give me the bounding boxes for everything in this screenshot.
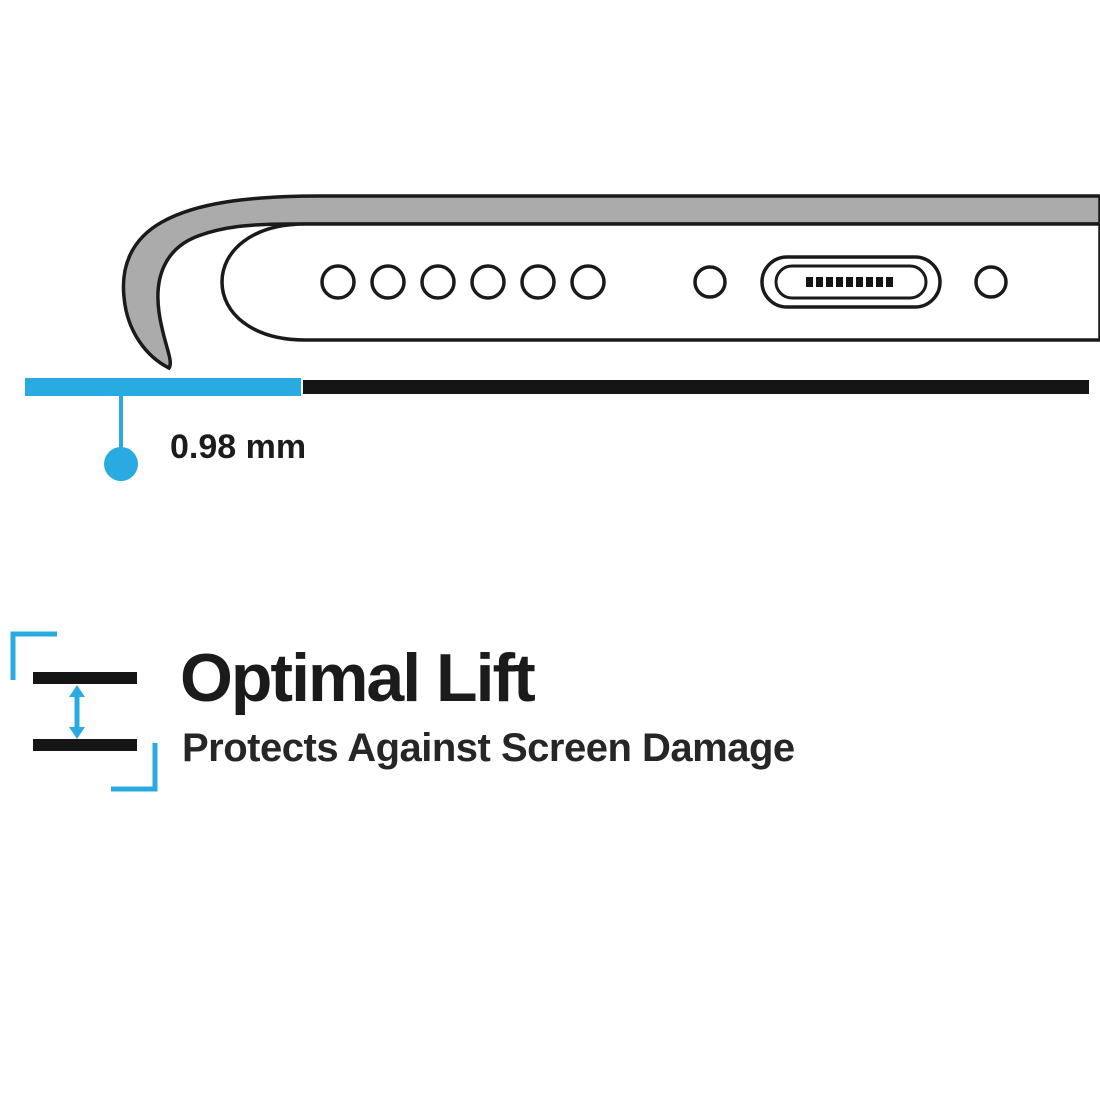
measurement-label: 0.98 mm bbox=[170, 428, 307, 466]
measurement-pointer-icon bbox=[104, 396, 138, 481]
lift-icon-bottom-bar bbox=[33, 739, 137, 751]
phone-body bbox=[220, 222, 1100, 342]
case-lift-bar-accent bbox=[25, 378, 301, 396]
measurement-pointer-dot bbox=[104, 447, 138, 481]
mic-hole-icon bbox=[693, 265, 727, 299]
lift-icon bbox=[10, 631, 158, 792]
surface-bar bbox=[303, 380, 1089, 394]
charging-port-icon bbox=[760, 255, 942, 309]
feature-subtitle: Protects Against Screen Damage bbox=[182, 726, 795, 770]
case-lip bbox=[121, 194, 1100, 371]
screw-hole-icon bbox=[974, 265, 1008, 299]
lift-arrow-icon bbox=[69, 685, 85, 739]
lift-icon-bottom-bracket bbox=[111, 743, 158, 792]
port-pins bbox=[806, 277, 893, 287]
feature-title: Optimal Lift bbox=[180, 640, 536, 716]
lift-icon-top-bar bbox=[33, 672, 137, 684]
speaker-holes-icon bbox=[320, 264, 606, 300]
lift-icon-top-bracket bbox=[10, 631, 57, 680]
